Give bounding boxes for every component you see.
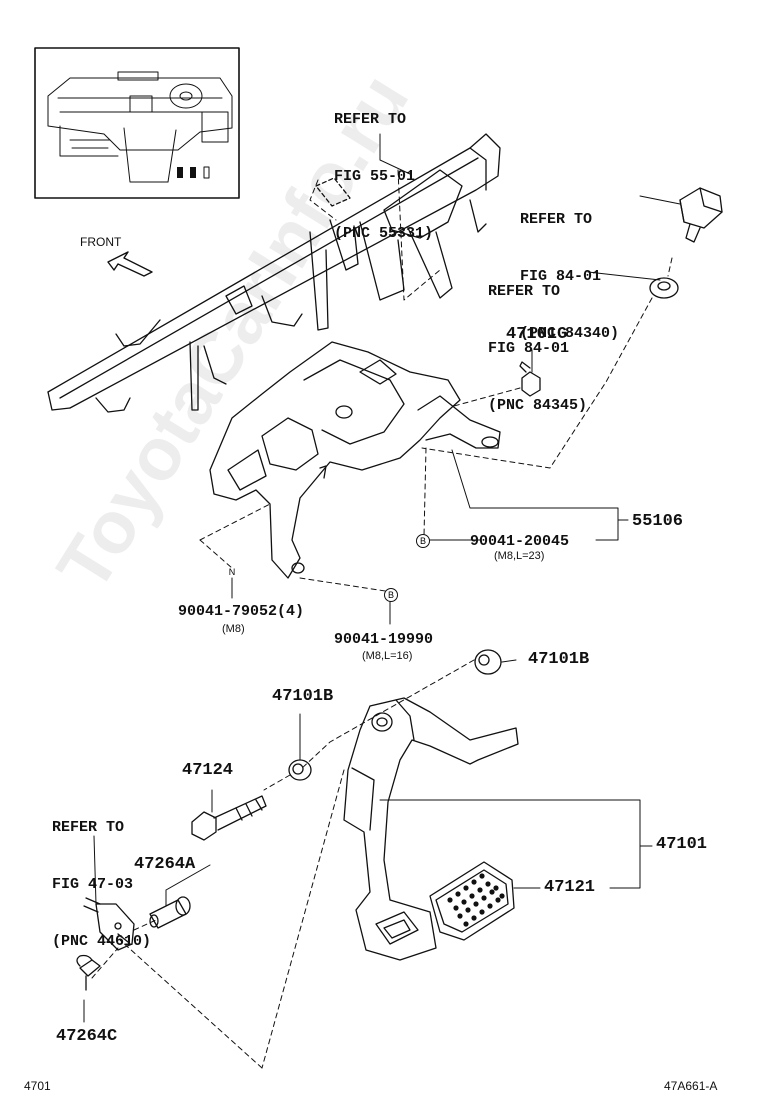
ref-55331-line1: REFER TO	[334, 111, 407, 128]
pedal-pad-47121	[429, 861, 515, 941]
part-90041-20045-spec: (M8,L=23)	[494, 550, 545, 562]
marker-n: N	[228, 567, 236, 577]
marker-b-2: B	[384, 588, 398, 602]
part-90041-79052: 90041-79052(4)	[178, 603, 305, 620]
part-90041-19990-spec: (M8,L=16)	[362, 650, 413, 662]
part-47101G: 47101G	[506, 325, 568, 344]
part-90041-19990: 90041-19990	[334, 631, 434, 648]
ref-block-44610: REFER TO FIG 47-03 (PNC 44610)	[52, 780, 151, 989]
clip-47264C	[76, 954, 101, 991]
ref-block-84345: REFER TO FIG 84-01 (PNC 84345)	[488, 244, 587, 453]
clevis-pin-47264A	[149, 896, 191, 929]
locator-inset-box	[34, 47, 240, 199]
front-arrow-icon	[107, 251, 153, 277]
ref-84340-line1: REFER TO	[520, 211, 593, 228]
ref-44610-line1: REFER TO	[52, 819, 125, 836]
reinforcement-beam	[47, 133, 501, 413]
part-90041-20045: 90041-20045	[470, 533, 570, 550]
pedal-pad-pattern	[447, 873, 505, 927]
bushing-47101B-top	[474, 649, 502, 675]
ref-55331-line2: FIG 55-01	[334, 168, 416, 185]
bolt-47101G	[519, 361, 541, 397]
ref-84345-line3: (PNC 84345)	[488, 397, 588, 414]
marker-b-1: B	[416, 534, 430, 548]
part-47101: 47101	[656, 835, 708, 854]
ref-84345-line2: FIG 84-01	[488, 340, 570, 357]
part-47101B-top: 47101B	[528, 650, 590, 669]
dashed-guides	[91, 169, 673, 1069]
ref-44610-line2: FIG 47-03	[52, 876, 134, 893]
ref-block-84340: REFER TO FIG 84-01 (PNC 84340)	[520, 172, 619, 381]
part-55106: 55106	[632, 512, 684, 531]
leader-lines	[83, 133, 681, 1023]
inset-pedal-marks	[177, 166, 210, 179]
part-47121: 47121	[544, 878, 596, 897]
bushing-47101B-left	[288, 759, 312, 781]
bolt-47124	[191, 795, 267, 841]
ref-84340-line2: FIG 84-01	[520, 268, 602, 285]
stop-lamp-cushion	[649, 277, 679, 299]
ref-55331-line3: (PNC 55331)	[334, 225, 434, 242]
part-47264C: 47264C	[56, 1027, 118, 1046]
stop-lamp-switch	[679, 187, 723, 243]
ref-44610-line3: (PNC 44610)	[52, 933, 152, 950]
ref-block-55331: REFER TO FIG 55-01 (PNC 55331)	[334, 72, 433, 281]
front-label: FRONT	[80, 235, 122, 249]
ref-84345-line1: REFER TO	[488, 283, 561, 300]
brake-pedal-arm-47101	[343, 697, 519, 961]
page-code: 4701	[24, 1079, 51, 1093]
pedal-bracket-55106	[209, 341, 501, 579]
dashboard-thumbnail	[47, 71, 233, 183]
part-47124: 47124	[182, 761, 234, 780]
part-47264A: 47264A	[134, 855, 196, 874]
part-90041-79052-spec: (M8)	[222, 623, 245, 635]
ref-84340-line3: (PNC 84340)	[520, 325, 620, 342]
clevis-pushrod	[83, 897, 135, 951]
part-47101B-left: 47101B	[272, 687, 334, 706]
diagram-code: 47A661-A	[664, 1079, 718, 1093]
